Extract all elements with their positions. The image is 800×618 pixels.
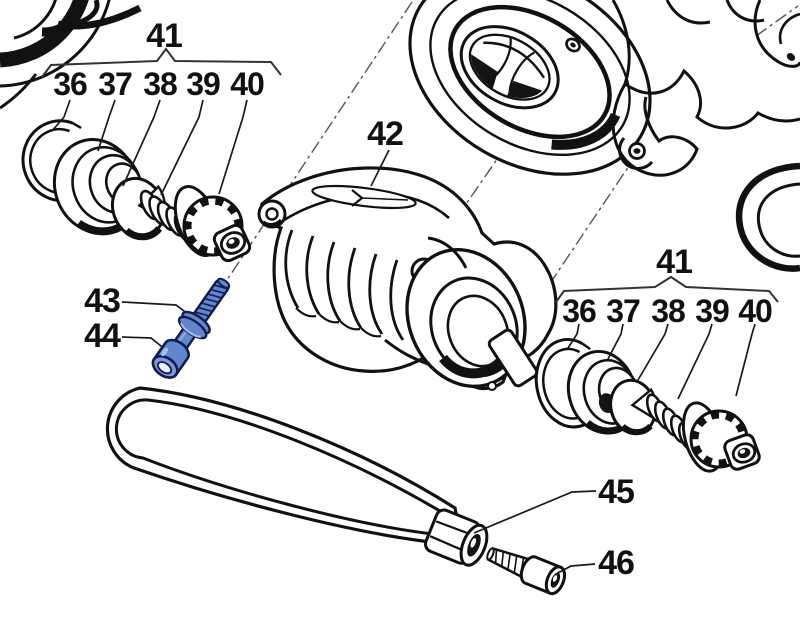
cutoff-part-top-right-corner bbox=[753, 0, 800, 68]
leader-lines bbox=[51, 99, 756, 575]
label-36-left: 36 bbox=[53, 66, 88, 102]
callout-brackets bbox=[41, 47, 779, 303]
right-parts-stack bbox=[534, 338, 761, 473]
flange-bolt-hole-ear bbox=[618, 137, 654, 170]
housing-ribs bbox=[284, 229, 405, 341]
housing-cylinder-opening bbox=[384, 247, 539, 391]
bracket-right-group bbox=[555, 275, 779, 303]
part-40-tensioner-gear-right bbox=[681, 401, 761, 473]
tensioner-arm-45 bbox=[105, 386, 464, 547]
label-38-right: 38 bbox=[651, 293, 686, 329]
housing-collar bbox=[427, 236, 468, 269]
highlighted-bolt-44 bbox=[151, 277, 231, 379]
label-38-left: 38 bbox=[143, 66, 178, 102]
label-42: 42 bbox=[367, 115, 404, 153]
housing-top-slot bbox=[311, 184, 417, 210]
tensioner-housing-42 bbox=[257, 166, 558, 391]
housing-left-eyelet bbox=[257, 199, 287, 229]
label-43: 43 bbox=[84, 282, 121, 320]
label-36-right: 36 bbox=[562, 293, 597, 329]
label-40-right: 40 bbox=[738, 293, 773, 329]
label-44: 44 bbox=[84, 317, 121, 355]
part-40-tensioner-gear-left bbox=[173, 185, 252, 263]
label-41-left: 41 bbox=[146, 17, 183, 55]
label-46: 46 bbox=[598, 544, 635, 582]
pump-flange bbox=[408, 0, 652, 176]
label-37-right: 37 bbox=[606, 293, 641, 329]
label-39-left: 39 bbox=[186, 66, 221, 102]
label-45: 45 bbox=[598, 473, 635, 511]
cutoff-pulley-top-left bbox=[0, 0, 142, 110]
axis-line-to-blue-bolt bbox=[224, 1, 413, 284]
axis-line-top-corner bbox=[755, 5, 799, 37]
arm-end-nut bbox=[424, 508, 489, 567]
engine-block bbox=[408, 0, 800, 272]
label-39-right: 39 bbox=[695, 293, 730, 329]
socket-bolt-46 bbox=[486, 546, 566, 596]
left-parts-stack bbox=[21, 119, 252, 263]
cutoff-pulley-right-edge bbox=[735, 162, 800, 272]
flange-bolt-hole-upper bbox=[565, 37, 581, 53]
label-40-left: 40 bbox=[230, 66, 265, 102]
engine-casting-webs bbox=[611, 0, 800, 177]
flange-hub bbox=[459, 25, 560, 110]
highlighted-washer-43 bbox=[177, 310, 211, 340]
bracket-left-group bbox=[41, 47, 282, 78]
label-37-left: 37 bbox=[98, 66, 133, 102]
label-41-right: 41 bbox=[656, 243, 693, 281]
